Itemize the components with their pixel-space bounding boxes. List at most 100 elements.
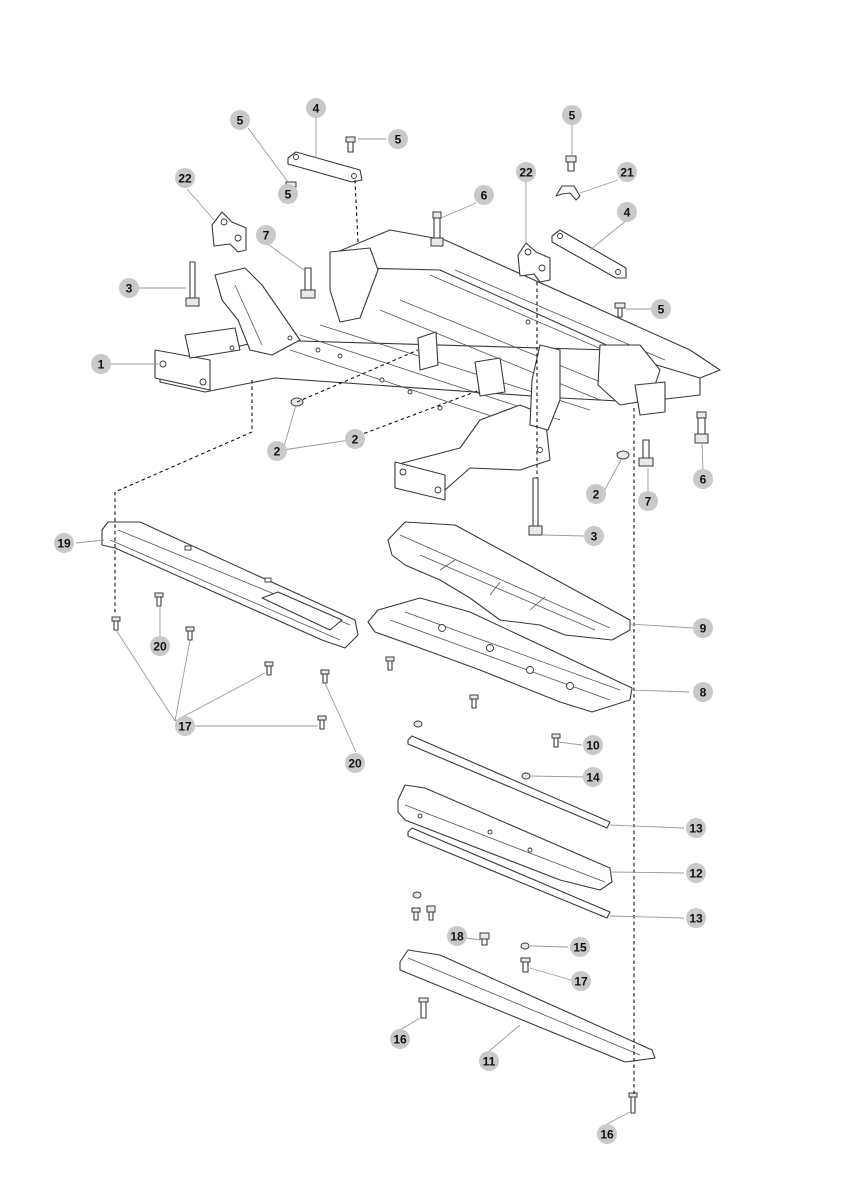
callout-9: 9	[693, 618, 713, 638]
callout-circle	[150, 636, 170, 656]
callout-number: 7	[263, 229, 270, 243]
callout-number: 12	[689, 867, 703, 881]
shield-9	[387, 521, 631, 641]
callout-20: 20	[345, 753, 365, 773]
callout-4: 4	[617, 202, 637, 222]
callout-circle	[390, 1029, 410, 1049]
callout-circle	[571, 971, 591, 991]
callout-10: 10	[583, 735, 603, 755]
panel-12	[397, 784, 613, 891]
callout-6: 6	[693, 469, 713, 489]
callout-7: 7	[256, 225, 276, 245]
callout-number: 9	[700, 622, 707, 636]
callout-circle	[278, 184, 298, 204]
callout-circle	[597, 1124, 617, 1144]
callout-17: 17	[175, 716, 195, 736]
callout-circle	[570, 937, 590, 957]
callout-number: 4	[624, 206, 631, 220]
callout-circle	[686, 908, 706, 928]
callout-15: 15	[570, 937, 590, 957]
plate-4-right	[551, 229, 627, 279]
callout-number: 6	[700, 473, 707, 487]
callout-circle	[583, 767, 603, 787]
callout-5: 5	[651, 299, 671, 319]
leader-lines	[75, 117, 704, 1125]
callout-22: 22	[175, 168, 195, 188]
callout-11: 11	[479, 1051, 499, 1071]
callout-circle	[474, 185, 494, 205]
callout-2: 2	[586, 484, 606, 504]
callout-number: 5	[237, 114, 244, 128]
callout-circle	[345, 429, 365, 449]
callout-number: 20	[153, 640, 167, 654]
callout-22: 22	[516, 162, 536, 182]
callout-6: 6	[474, 185, 494, 205]
callout-circle	[693, 682, 713, 702]
callout-8: 8	[693, 682, 713, 702]
callout-number: 13	[689, 912, 703, 926]
callout-number: 5	[658, 303, 665, 317]
callout-number: 3	[591, 530, 598, 544]
callout-circle	[388, 129, 408, 149]
callout-5: 5	[230, 110, 250, 130]
callout-3: 3	[584, 526, 604, 546]
callout-20: 20	[150, 636, 170, 656]
callout-5: 5	[388, 129, 408, 149]
callout-circle	[617, 162, 637, 182]
callout-number: 22	[519, 166, 533, 180]
callout-circle	[686, 863, 706, 883]
callout-3: 3	[119, 278, 139, 298]
callout-13: 13	[686, 908, 706, 928]
callout-circle	[686, 818, 706, 838]
callout-circle	[516, 162, 536, 182]
callout-number: 20	[348, 757, 362, 771]
callout-13: 13	[686, 818, 706, 838]
callout-circle	[306, 98, 326, 118]
callout-circle	[638, 491, 658, 511]
callout-circle	[447, 926, 467, 946]
callout-number: 7	[645, 495, 652, 509]
callout-circle	[479, 1051, 499, 1071]
callout-number: 22	[178, 172, 192, 186]
callout-circle	[91, 354, 111, 374]
callout-number: 13	[689, 822, 703, 836]
callout-number: 15	[573, 941, 587, 955]
strip-13-upper	[407, 735, 611, 829]
callout-number: 4	[313, 102, 320, 116]
callout-circle	[651, 299, 671, 319]
plate-8	[367, 597, 633, 713]
callout-number: 2	[593, 488, 600, 502]
callout-number: 16	[600, 1128, 614, 1142]
tray-19	[101, 521, 359, 649]
callout-16: 16	[597, 1124, 617, 1144]
callout-5: 5	[562, 105, 582, 125]
callout-5: 5	[278, 184, 298, 204]
callout-number: 5	[285, 188, 292, 202]
callout-circle	[345, 753, 365, 773]
callout-2: 2	[267, 441, 287, 461]
callout-circle	[617, 202, 637, 222]
subframe	[154, 229, 721, 501]
callout-number: 5	[395, 133, 402, 147]
callout-circle	[119, 278, 139, 298]
alignment-lines	[114, 179, 635, 1094]
callout-number: 2	[352, 433, 359, 447]
callout-number: 10	[586, 739, 600, 753]
callout-7: 7	[638, 491, 658, 511]
callout-circle	[562, 105, 582, 125]
callout-number: 8	[700, 686, 707, 700]
bracket-22-left	[211, 211, 247, 253]
callout-number: 11	[483, 1055, 496, 1069]
plate-4-top	[287, 151, 363, 183]
callout-number: 16	[393, 1033, 407, 1047]
clip-21	[555, 185, 581, 201]
callout-19: 19	[54, 533, 74, 553]
callout-4: 4	[306, 98, 326, 118]
callout-17: 17	[571, 971, 591, 991]
callout-circle	[175, 168, 195, 188]
callout-number: 17	[178, 720, 192, 734]
callout-circle	[583, 735, 603, 755]
callout-number: 21	[620, 166, 634, 180]
bracket-22-right	[517, 242, 551, 283]
